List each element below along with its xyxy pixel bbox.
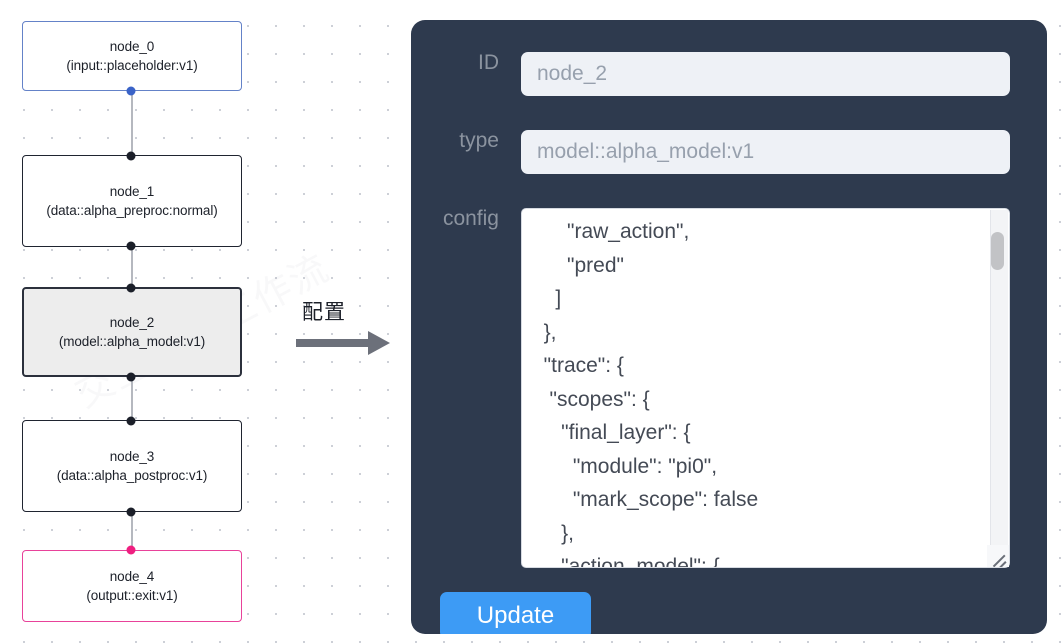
graph-node-node_2[interactable]: node_2(model::alpha_model:v1) xyxy=(22,287,242,377)
node-handle-target-node_1[interactable] xyxy=(126,151,136,161)
node-config-panel: ID type config "raw_action", "pred" ] },… xyxy=(411,20,1047,634)
arrow-caption: 配置 xyxy=(302,300,346,324)
config-textarea[interactable]: "raw_action", "pred" ] }, "trace": { "sc… xyxy=(521,208,1010,568)
field-label-config: config xyxy=(442,207,499,230)
field-label-type: type xyxy=(459,129,499,152)
field-row-config: config "raw_action", "pred" ] }, "trace"… xyxy=(411,208,1010,568)
edge-node2-node3 xyxy=(131,376,133,419)
transition-annotation: 配置 xyxy=(296,296,396,366)
resize-grip-icon[interactable] xyxy=(987,545,1009,567)
node-handle-source-node_2[interactable] xyxy=(126,372,136,382)
field-row-type: type xyxy=(411,130,1010,174)
node-label: node_2(model::alpha_model:v1) xyxy=(58,315,206,349)
edge-node0-node1 xyxy=(131,90,133,158)
graph-node-node_1[interactable]: node_1(data::alpha_preproc:normal) xyxy=(22,155,242,247)
node-handle-target-node_4[interactable] xyxy=(126,545,136,555)
graph-node-node_0[interactable]: node_0(input::placeholder:v1) xyxy=(22,21,242,91)
edge-node1-node2 xyxy=(131,245,133,287)
node-label: node_3(data::alpha_postproc:v1) xyxy=(56,449,208,483)
id-input[interactable] xyxy=(521,52,1010,96)
graph-node-node_4[interactable]: node_4(output::exit:v1) xyxy=(22,550,242,622)
arrow-right-icon xyxy=(296,331,390,355)
node-handle-source-node_0[interactable] xyxy=(126,86,136,96)
config-scrollbar-track[interactable] xyxy=(990,210,1008,550)
node-label: node_0(input::placeholder:v1) xyxy=(66,39,198,73)
node-handle-target-node_2[interactable] xyxy=(126,283,136,293)
node-handle-source-node_1[interactable] xyxy=(126,241,136,251)
node-handle-source-node_3[interactable] xyxy=(126,507,136,517)
edge-node3-node4 xyxy=(131,511,133,549)
config-textarea-wrapper: "raw_action", "pred" ] }, "trace": { "sc… xyxy=(521,208,1010,568)
config-scrollbar-thumb[interactable] xyxy=(991,232,1004,270)
field-row-id: ID xyxy=(411,52,1010,96)
graph-node-node_3[interactable]: node_3(data::alpha_postproc:v1) xyxy=(22,420,242,512)
node-label: node_1(data::alpha_preproc:normal) xyxy=(46,184,218,218)
node-handle-target-node_3[interactable] xyxy=(126,416,136,426)
type-input[interactable] xyxy=(521,130,1010,174)
field-label-id: ID xyxy=(478,51,499,74)
node-label: node_4(output::exit:v1) xyxy=(86,569,178,603)
update-button[interactable]: Update xyxy=(440,592,591,634)
